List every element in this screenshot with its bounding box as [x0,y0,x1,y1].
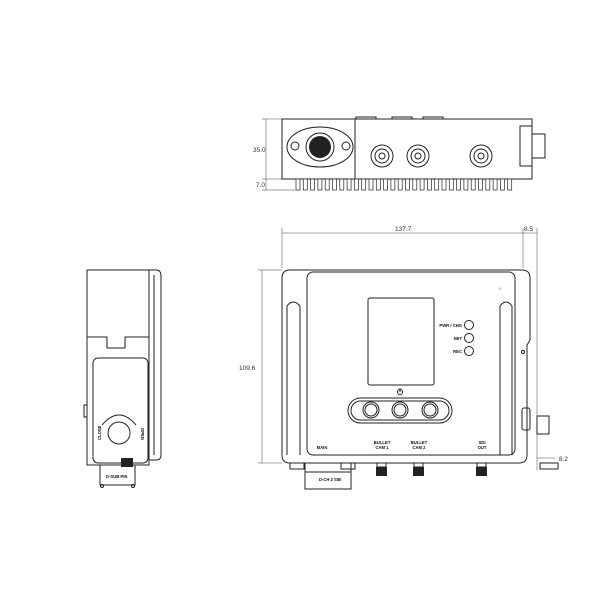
fin [507,178,513,191]
label-rec: REC [453,349,462,354]
led-pwr-chg [464,320,474,330]
main-connector-flange [286,126,354,168]
main-connector [305,132,335,162]
fin [492,178,498,191]
fin [295,178,301,191]
fin [354,178,359,191]
fin [441,178,447,191]
label-main: MAIN [317,445,328,450]
label-close: CLOSE [97,425,102,440]
fin [339,178,345,191]
fin [361,178,367,191]
fin [368,178,374,191]
dim-35: 35.0 [253,147,266,154]
fin [346,178,352,191]
side-battery-cover [92,357,149,464]
power-icon [397,388,403,395]
dim-137-7: 137.7 [395,226,412,233]
fin [397,178,403,191]
fin [448,178,454,191]
fin [412,178,418,191]
side-lock-knob [107,421,131,445]
fin [434,178,440,191]
led-net [464,333,474,343]
fin [324,178,330,191]
fin [419,178,425,191]
label-sdi-2: OUT [478,445,487,450]
fin [302,178,308,191]
bottom-connectors [376,462,487,476]
label-net: NET [454,336,463,341]
dim-8-5: 8.5 [524,226,533,233]
fin [390,178,396,191]
label-cam2-2: CAM 2 [412,445,426,450]
main-connector-plug [304,462,352,490]
dim-109-6: 109.6 [239,365,256,372]
label-dsub: D-SUB PIN [106,474,127,479]
fin [427,178,432,191]
fin [375,178,381,191]
top-view: 35.0 7.0 [253,116,546,191]
fin [463,178,469,191]
knob-pill [347,397,453,424]
fin [500,178,505,191]
fin [456,178,461,191]
fin [383,178,388,191]
qr-mark: ⁘ [498,286,502,291]
fin [332,178,337,191]
front-panel [306,271,516,456]
fin [478,178,483,191]
label-main-connector: D-CH 2 SIB [319,477,341,482]
side-knob [536,415,550,435]
dim-7: 7.0 [256,182,265,189]
dim-8-2: 8.2 [559,456,568,463]
label-open: OPEN [140,428,145,440]
label-cam1-2: CAM 1 [375,445,389,450]
fin [310,178,315,191]
led-rec [464,346,474,356]
heat-sink-fins [295,178,513,191]
label-pwr-chg: PWR / CHG [439,323,462,328]
side-view: CLOSE OPEN D-SUB PIN [83,269,162,488]
fin [470,178,476,191]
label-cam2: BULLET [411,440,428,445]
display-screen [367,297,435,386]
fin [405,178,410,191]
front-knobs [362,401,439,419]
label-cam1: BULLET [374,440,391,445]
front-view: 137.7 8.5 109.6 8.2 PWR / CHG NET REC MA… [239,226,568,490]
label-sdi: SDI [479,440,486,445]
top-bnc-connectors [370,144,493,168]
fin [317,178,323,191]
fin [485,178,491,191]
